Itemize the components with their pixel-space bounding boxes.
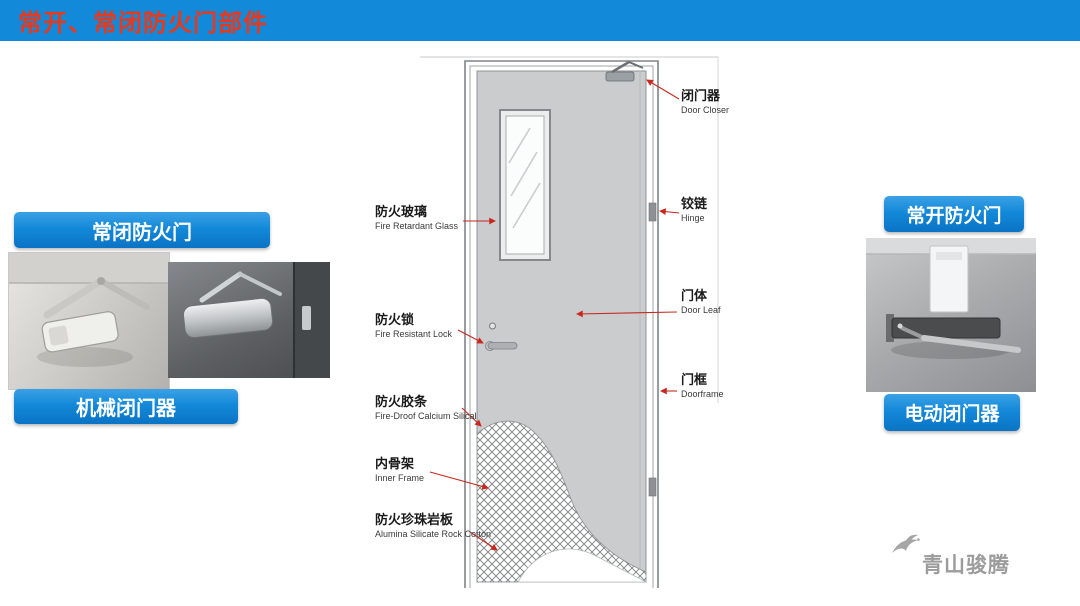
- label-door-leaf: 门体 Door Leaf: [681, 288, 721, 317]
- label-en: Inner Frame: [375, 472, 425, 483]
- label-zh: 防火胶条: [375, 394, 428, 409]
- reference-lines: [420, 56, 719, 403]
- tag-normally-closed-door: 常闭防火门: [14, 212, 270, 248]
- leader-line-hinge: [659, 208, 680, 215]
- leader-line-perlite: [469, 531, 498, 551]
- tag-normally-open-door: 常开防火门: [884, 196, 1024, 232]
- mechanical-closer-illustration-2: [182, 262, 330, 378]
- label-en: Door Leaf: [681, 304, 721, 315]
- label-en: Fire Resistant Lock: [375, 328, 453, 339]
- leader-line-lock: [457, 329, 484, 344]
- label-perlite-board: 防火珍珠岩板 Alumina Silicate Rock Cotton: [375, 512, 491, 541]
- label-en: Fire-Droof Calcium Silical: [375, 410, 477, 421]
- label-doorframe: 门框 Doorframe: [681, 372, 724, 401]
- label-hinge: 铰链 Hinge: [681, 196, 707, 225]
- door-frame: [464, 60, 659, 588]
- label-zh: 防火锁: [375, 312, 415, 327]
- tag-electric-closer: 电动闭门器: [884, 394, 1020, 431]
- photo-mechanical-closer-1: [8, 252, 170, 390]
- label-door-closer: 闭门器 Door Closer: [681, 88, 729, 117]
- label-zh: 防火珍珠岩板: [375, 512, 454, 527]
- bird-logo-icon: [892, 534, 920, 553]
- label-zh: 门体: [681, 288, 708, 303]
- label-en: Hinge: [681, 212, 705, 223]
- label-en: Alumina Silicate Rock Cotton: [375, 528, 492, 539]
- photo-electric-closer: [866, 238, 1036, 392]
- label-fire-retardant-glass: 防火玻璃 Fire Retardant Glass: [375, 204, 458, 233]
- hinge-marks: [648, 202, 657, 497]
- leader-lines: [429, 79, 680, 551]
- header-bar: 常开、常闭防火门部件: [0, 0, 1080, 41]
- watermark-brand: 青山骏腾: [922, 554, 1010, 577]
- leader-line-leaf: [576, 310, 678, 318]
- electric-closer-illustration: [866, 238, 1036, 359]
- leader-line-seal: [461, 407, 482, 427]
- label-zh: 闭门器: [681, 88, 721, 103]
- mechanical-closer-illustration: [9, 253, 169, 367]
- tag-mechanical-closer: 机械闭门器: [14, 389, 238, 424]
- leader-line-closer: [646, 79, 680, 100]
- label-inner-frame: 内骨架 Inner Frame: [375, 456, 424, 485]
- label-en: Doorframe: [681, 388, 724, 399]
- door-closer-top: [605, 60, 644, 82]
- label-fire-seal-strip: 防火胶条 Fire-Droof Calcium Silical: [375, 394, 477, 423]
- door-window: [499, 109, 551, 261]
- label-zh: 防火玻璃: [375, 204, 428, 219]
- leader-line-frame-inner: [429, 471, 489, 490]
- label-en: Door Closer: [681, 104, 730, 115]
- photo-mechanical-closer-2: [168, 262, 330, 378]
- watermark: 青山骏腾: [888, 534, 1058, 586]
- label-zh: 门框: [681, 372, 708, 387]
- mesh-cutaway: [476, 420, 647, 583]
- page-title: 常开、常闭防火门部件: [18, 10, 268, 37]
- label-en: Fire Retardant Glass: [375, 220, 459, 231]
- label-fire-resistant-lock: 防火锁 Fire Resistant Lock: [375, 312, 452, 341]
- label-zh: 内骨架: [375, 456, 415, 471]
- label-zh: 铰链: [681, 196, 708, 211]
- door-lock: [485, 322, 518, 351]
